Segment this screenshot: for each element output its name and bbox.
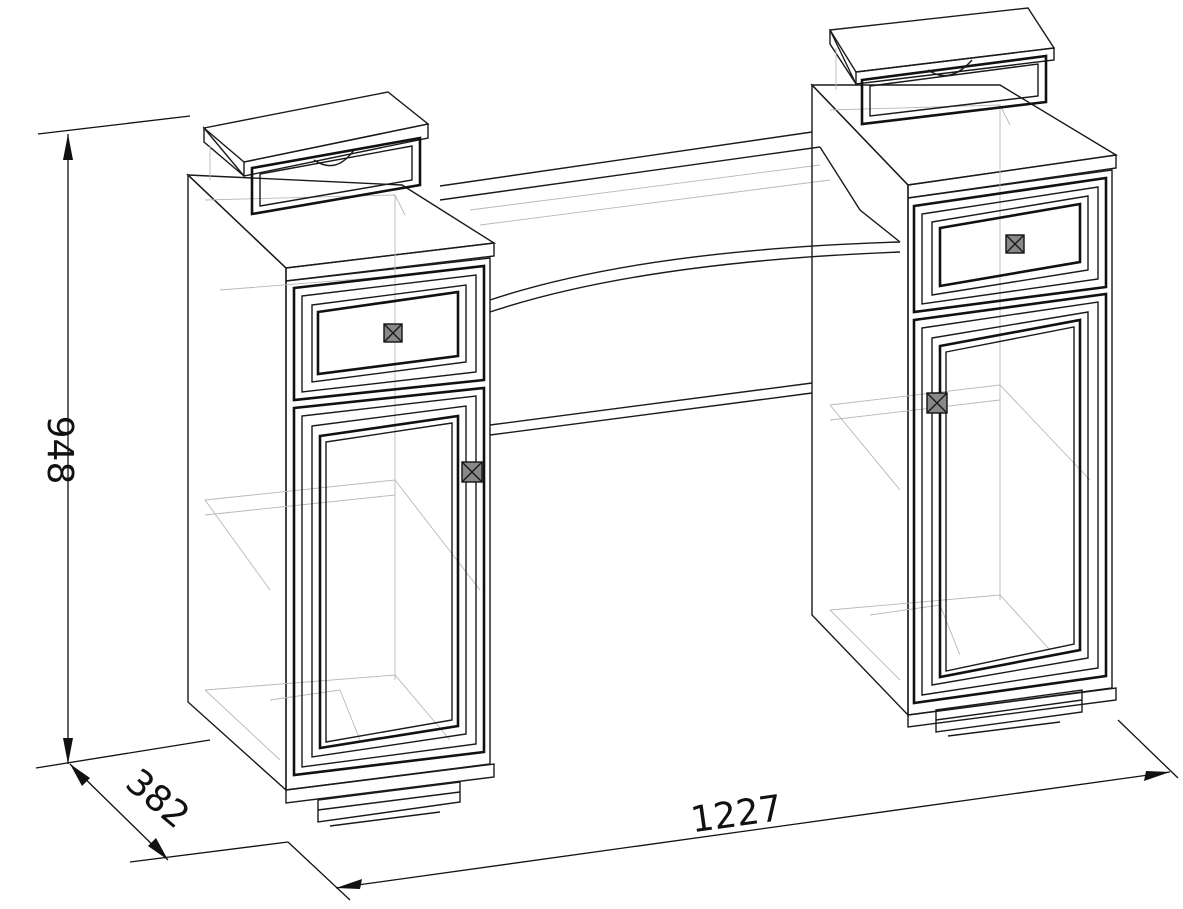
right-cabinet — [810, 7, 1119, 737]
width-dimension-label: 1227 — [688, 788, 784, 841]
depth-dimension-label: 382 — [118, 761, 197, 837]
tabletop-bridge — [439, 131, 901, 436]
door-knob-icon — [926, 392, 948, 414]
width-dimension — [287, 719, 1179, 901]
height-dimension-label: 948 — [39, 416, 80, 485]
depth-dimension — [69, 763, 289, 863]
drawer-knob-icon — [383, 323, 403, 343]
door-knob-icon — [461, 461, 483, 483]
drawer-knob-icon — [1005, 234, 1025, 254]
height-dimension — [35, 115, 211, 769]
left-cabinet — [186, 91, 497, 827]
